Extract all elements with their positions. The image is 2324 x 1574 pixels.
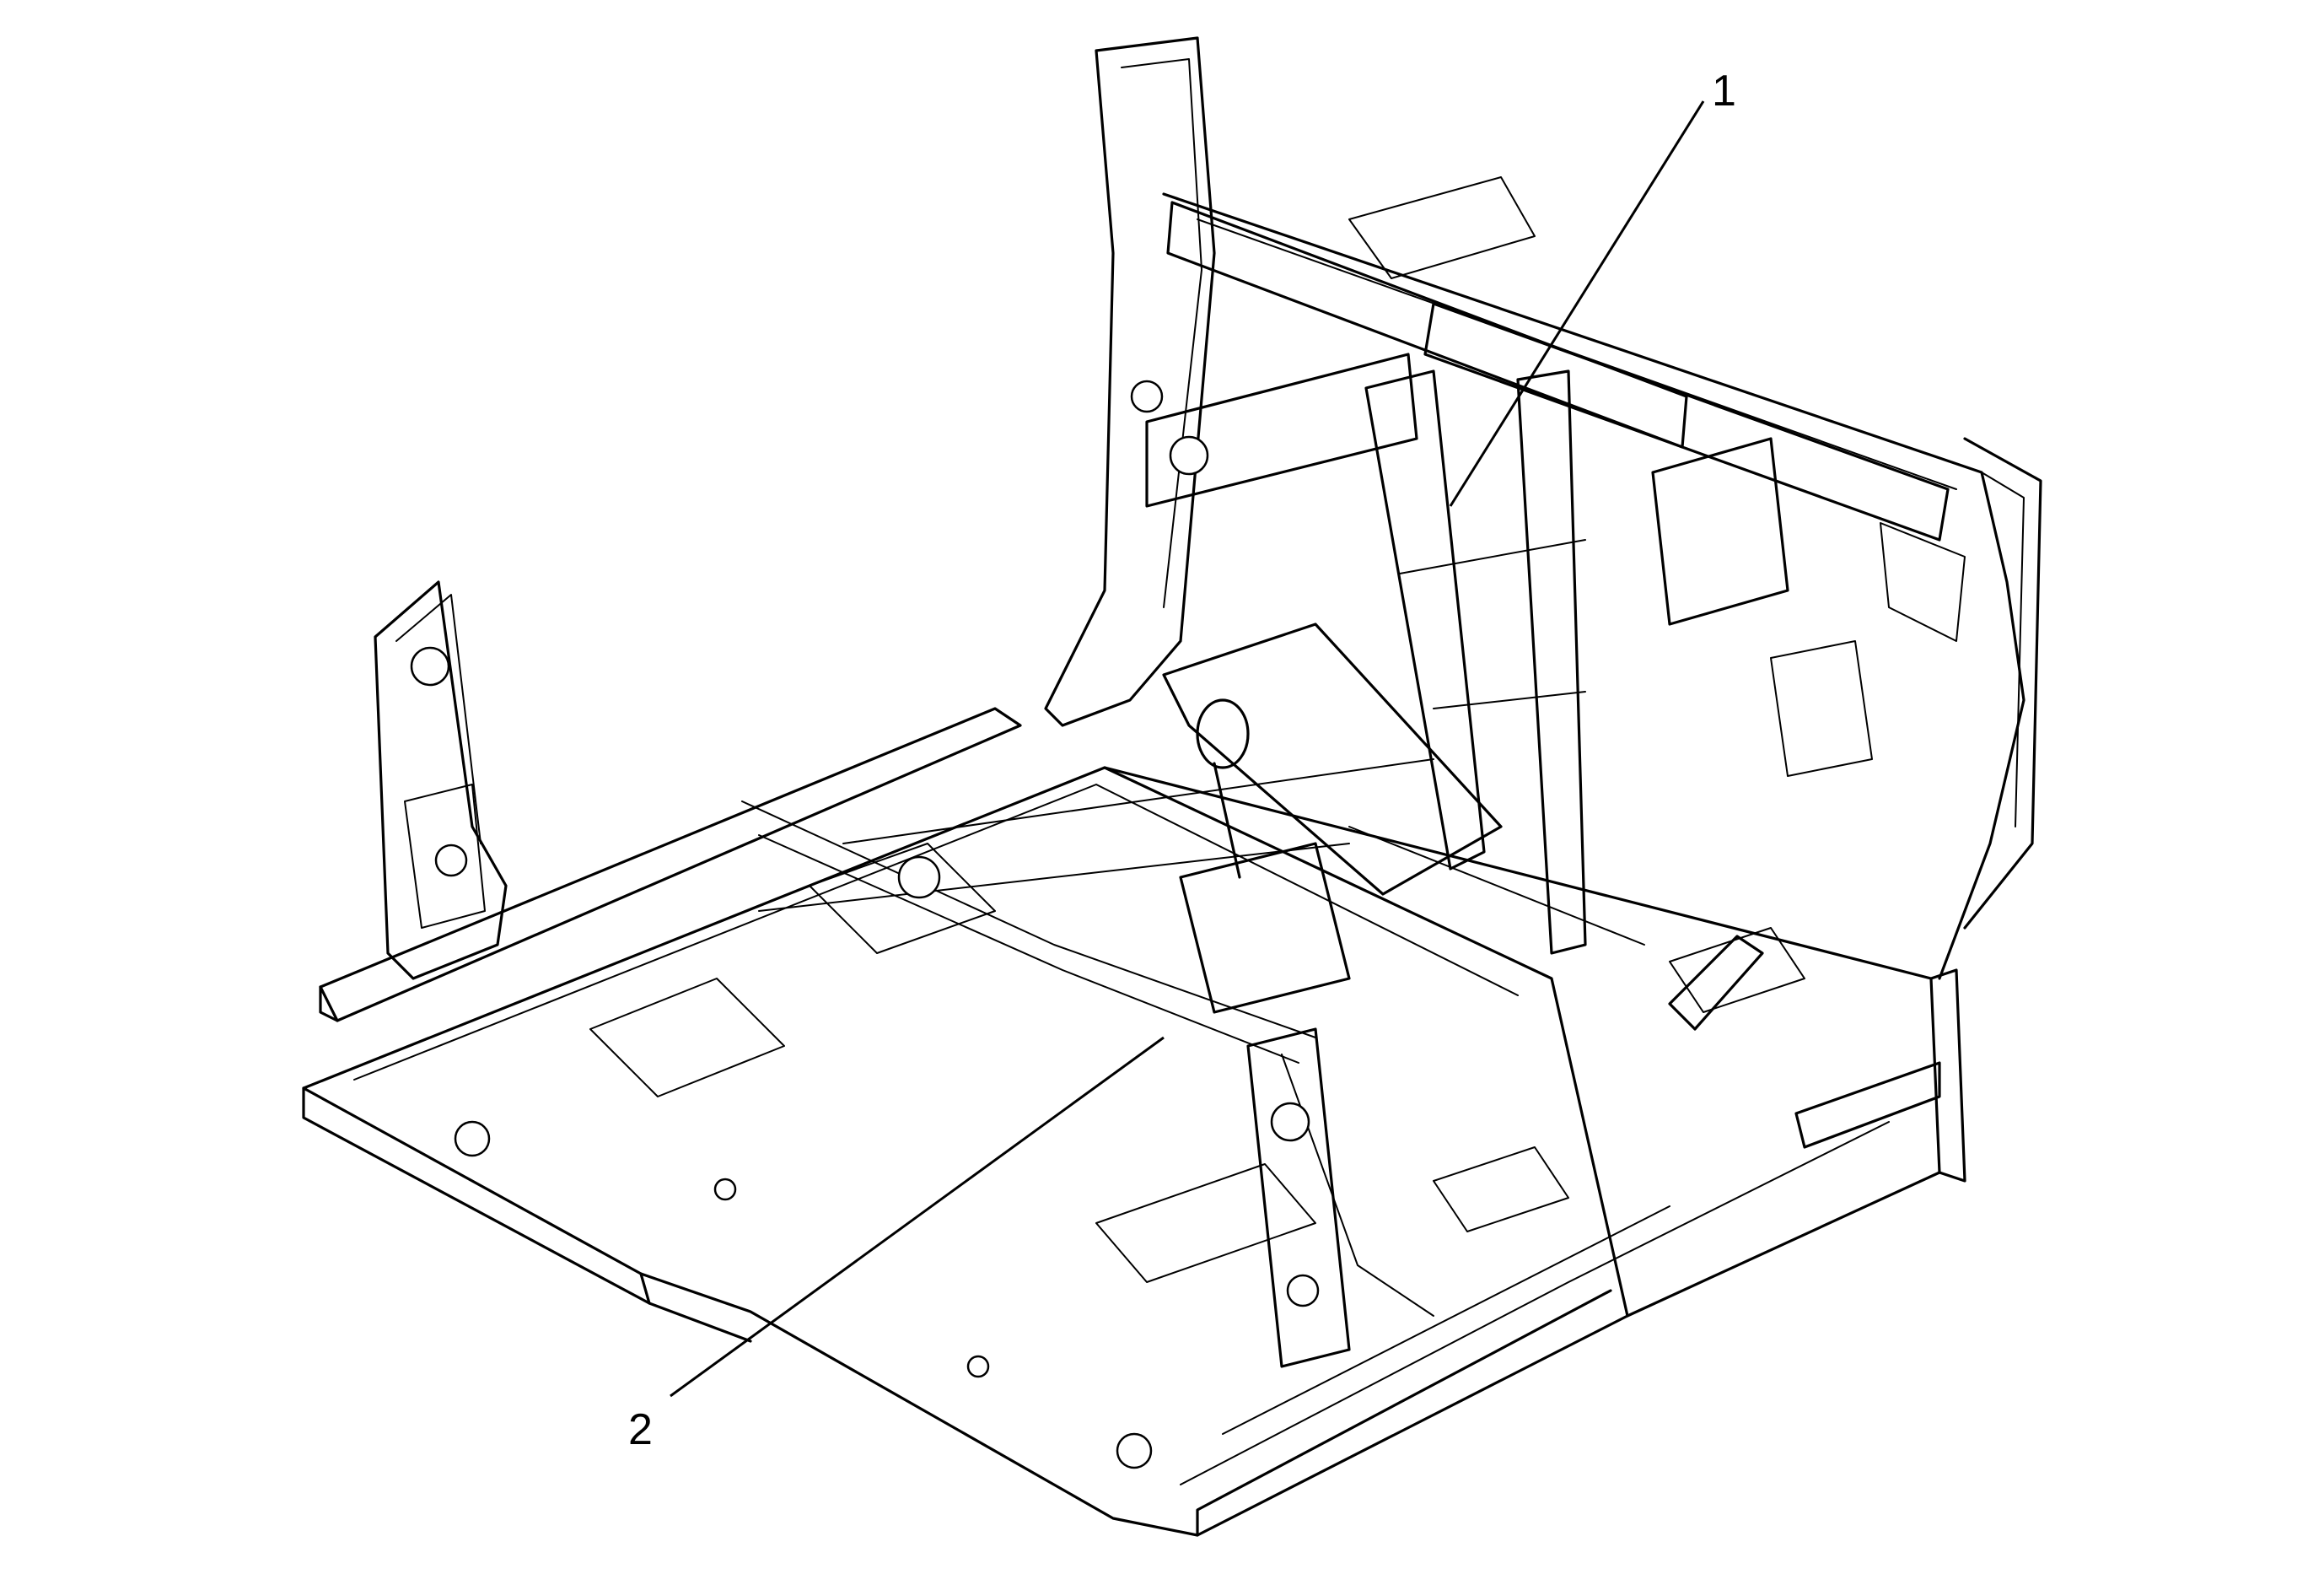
floor-pan [302,707,1966,1537]
callout-label-2: 2 [628,1405,653,1454]
center-tunnel [454,623,1805,1469]
left-b-pillar [374,580,508,980]
callout-leader-2 [670,1036,1165,1398]
rear-frame [1044,36,2042,980]
callout-label-1: 1 [1712,67,1736,116]
callout-leader-1 [1449,100,1705,507]
